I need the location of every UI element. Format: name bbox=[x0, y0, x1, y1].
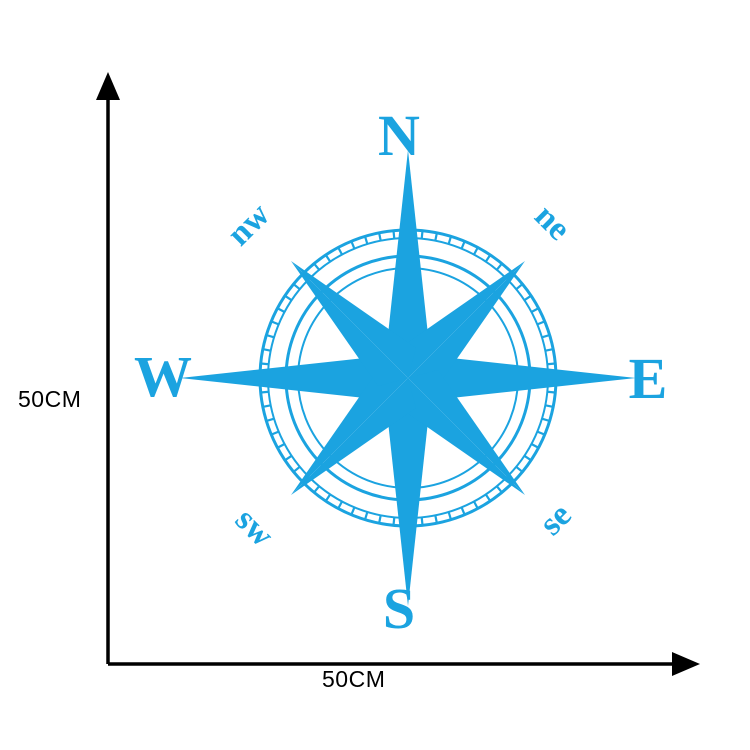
ring-ticks bbox=[259, 229, 557, 527]
star-points bbox=[180, 150, 636, 606]
compass-label-southwest: sw bbox=[228, 501, 281, 554]
axis-arrow-up-icon bbox=[96, 72, 120, 100]
vertical-axis bbox=[96, 72, 120, 664]
compass-label-west: W bbox=[134, 344, 192, 409]
compass-label-north: N bbox=[378, 103, 420, 168]
compass-rose bbox=[180, 150, 636, 606]
compass-label-south: S bbox=[383, 576, 415, 641]
vertical-dimension-label: 50CM bbox=[18, 386, 82, 412]
horizontal-axis bbox=[108, 652, 700, 676]
compass-label-southeast: se bbox=[532, 496, 578, 542]
compass-label-northeast: ne bbox=[527, 197, 577, 247]
horizontal-dimension-label: 50CM bbox=[322, 666, 386, 692]
compass-label-east: E bbox=[629, 346, 668, 411]
compass-label-northwest: nw bbox=[220, 196, 277, 253]
axis-arrow-right-icon bbox=[672, 652, 700, 676]
